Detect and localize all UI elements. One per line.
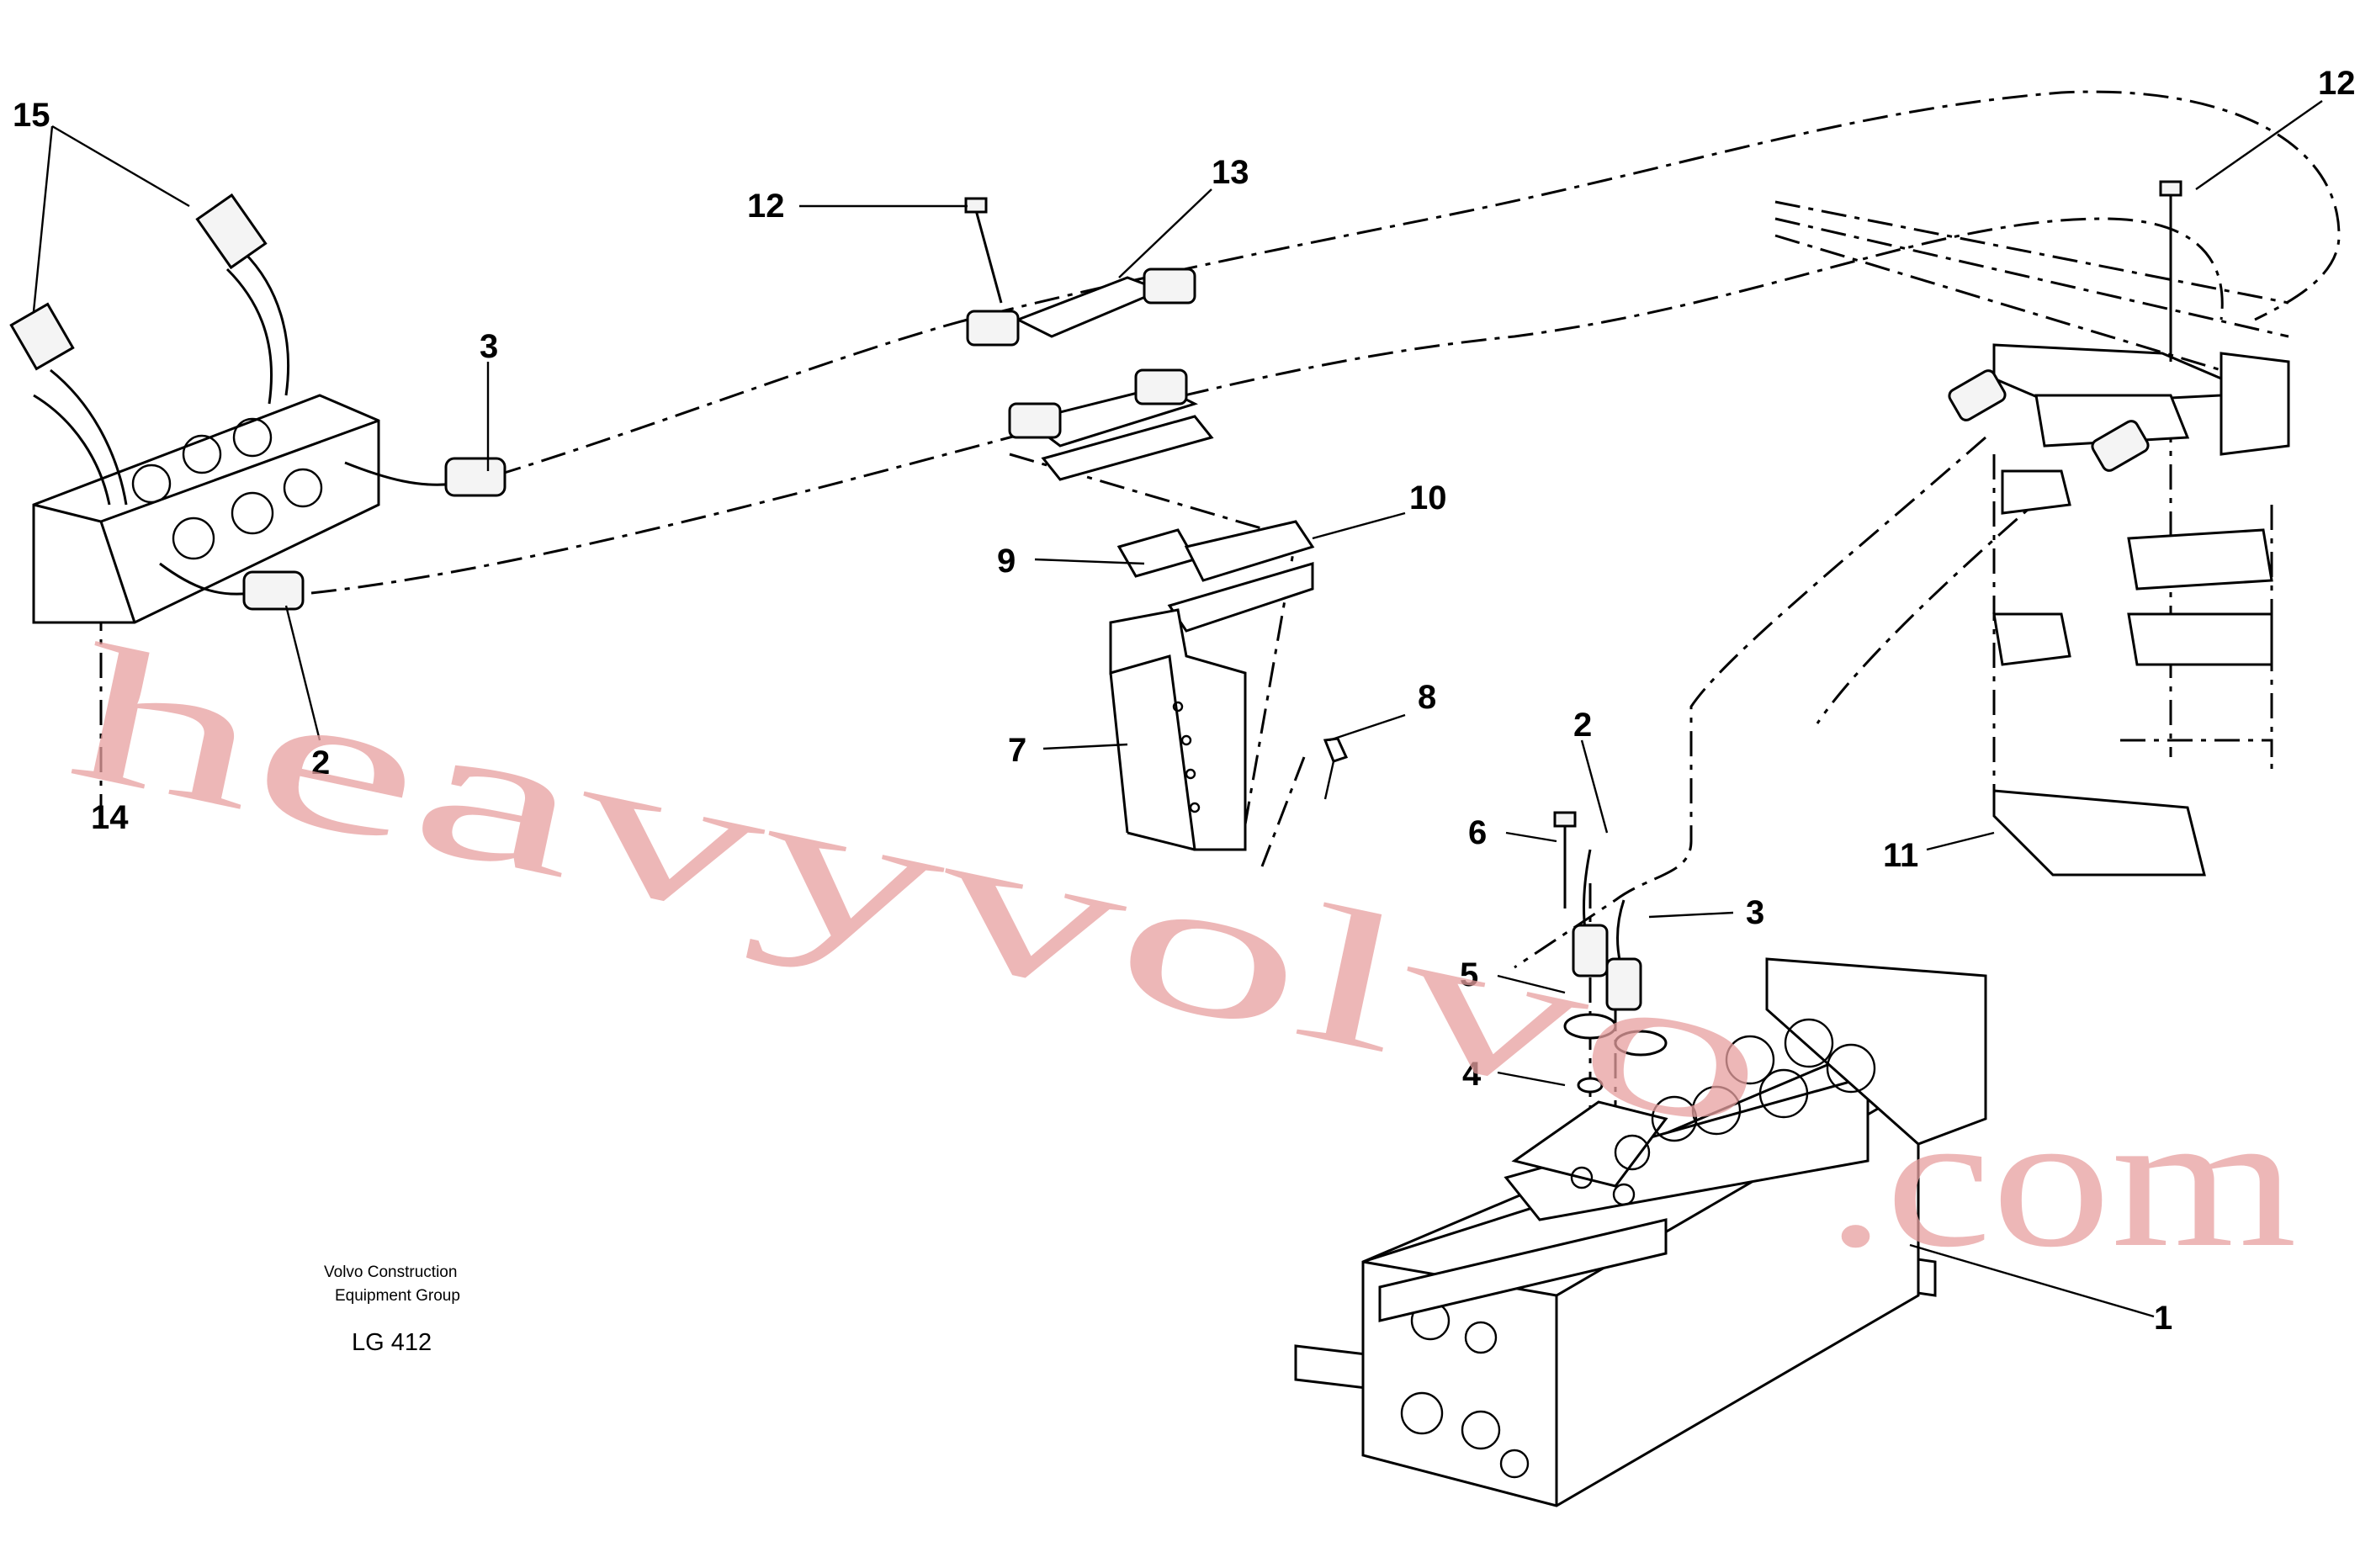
drawing-code: LG 412 [352, 1329, 432, 1356]
callout-2-mid: 2 [1573, 707, 1592, 744]
callout-3-right: 3 [1746, 894, 1764, 931]
callout-3-left: 3 [480, 328, 498, 365]
callout-5: 5 [1460, 956, 1478, 993]
callout-8: 8 [1418, 679, 1436, 716]
company-line-1: Volvo Construction [324, 1263, 457, 1281]
right-clamp-assembly [1948, 180, 2290, 877]
callout-4: 4 [1462, 1056, 1482, 1093]
callout-14: 14 [91, 799, 129, 836]
leader-lines [32, 100, 2323, 1318]
footer: Volvo Construction Equipment Group LG 41… [324, 1263, 460, 1356]
callout-1: 1 [2154, 1300, 2172, 1337]
callout-15: 15 [13, 97, 50, 134]
main-control-valve [1294, 811, 1987, 1507]
callout-7: 7 [1008, 732, 1026, 769]
callouts: 15 12 13 12 3 10 9 2 14 8 7 2 6 11 3 5 4… [13, 65, 2356, 1337]
left-valve-block [9, 193, 506, 624]
watermark-main: heavyvolvo [56, 603, 1787, 1172]
callout-6: 6 [1468, 814, 1487, 851]
callout-2-left: 2 [311, 744, 330, 781]
middle-clamp-assembly [964, 197, 1349, 851]
company-line-2: Equipment Group [335, 1287, 460, 1305]
callout-12-top: 12 [747, 188, 785, 225]
callout-11: 11 [1883, 837, 1918, 874]
watermark-suffix: .com [1826, 1073, 2297, 1287]
callout-10: 10 [1409, 479, 1447, 516]
routing-lines [99, 90, 2341, 1178]
callout-13: 13 [1212, 154, 1249, 191]
callout-12-right: 12 [2318, 65, 2356, 102]
callout-9: 9 [997, 543, 1016, 580]
